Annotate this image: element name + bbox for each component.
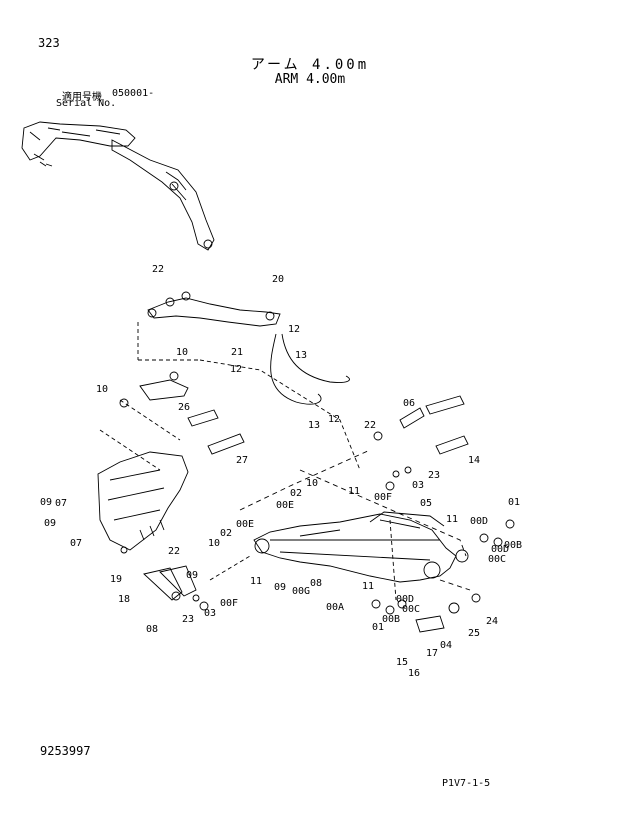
callout-label: 22 — [364, 420, 376, 431]
callout-label: 23 — [428, 470, 440, 481]
callout-label: 09 — [274, 582, 286, 593]
callout-label: 26 — [178, 402, 190, 413]
callout-label: 07 — [70, 538, 82, 549]
callout-label: 08 — [310, 578, 322, 589]
pin-group-right — [371, 395, 515, 633]
page-title-japanese: アーム 4.00m — [250, 57, 370, 73]
callout-label: 22 — [168, 546, 180, 557]
callout-label: 11 — [348, 486, 360, 497]
serial-label-english: Serial No. — [56, 98, 117, 109]
callout-label: 00B — [382, 614, 400, 625]
callout-label: 00E — [236, 519, 254, 530]
page-title-english: ARM 4.00m — [274, 72, 346, 87]
callout-label: 11 — [250, 576, 262, 587]
document-number: 9253997 — [40, 744, 91, 758]
callout-label: 09 — [186, 570, 198, 581]
callout-label: 12 — [328, 414, 340, 425]
callout-label: 20 — [272, 274, 284, 285]
bucket-illustration — [97, 451, 189, 554]
callout-label: 00F — [374, 492, 392, 503]
callout-label: 10 — [176, 347, 188, 358]
page-reference: P1V7-1-5 — [442, 778, 491, 789]
callout-label: 02 — [220, 528, 232, 539]
link-assembly-upper — [137, 291, 281, 361]
serial-value: 050001- — [112, 88, 155, 99]
callout-label: 00B — [504, 540, 522, 551]
hydraulic-hoses — [270, 333, 350, 405]
callout-label: 22 — [152, 264, 164, 275]
callout-label: 00D — [491, 544, 509, 555]
machine-overview-illustration — [21, 121, 215, 251]
callout-label: 00A — [326, 602, 344, 613]
callout-label: 01 — [372, 622, 384, 633]
callout-label: 00C — [488, 554, 506, 565]
callout-label: 09 — [40, 497, 52, 508]
callout-label: 14 — [468, 455, 480, 466]
callout-label: 09 — [44, 518, 56, 529]
callout-label: 08 — [146, 624, 158, 635]
callout-label: 02 — [290, 488, 302, 499]
callout-label: 00F — [220, 598, 238, 609]
callout-label: 13 — [295, 350, 307, 361]
callout-label: 06 — [403, 398, 415, 409]
callout-label: 11 — [362, 581, 374, 592]
callout-label: 19 — [110, 574, 122, 585]
callout-label: 25 — [468, 628, 480, 639]
callout-label: 10 — [96, 384, 108, 395]
callout-label: 23 — [182, 614, 194, 625]
callout-label: 16 — [408, 668, 420, 679]
callout-label: 04 — [440, 640, 452, 651]
callout-label: 00C — [402, 604, 420, 615]
callout-label: 05 — [420, 498, 432, 509]
callout-label: 00D — [396, 594, 414, 605]
callout-label: 00G — [292, 586, 310, 597]
callout-label: 03 — [204, 608, 216, 619]
callout-label: 01 — [508, 497, 520, 508]
callout-label: 03 — [412, 480, 424, 491]
callout-label: 00E — [276, 500, 294, 511]
callout-label: 07 — [55, 498, 67, 509]
callout-label: 10 — [208, 538, 220, 549]
callout-label: 24 — [486, 616, 498, 627]
callout-label: 18 — [118, 594, 130, 605]
dashed-guide-lines — [99, 359, 397, 601]
callout-label: 21 — [231, 347, 243, 358]
callout-label: 27 — [236, 455, 248, 466]
callout-label: 13 — [308, 420, 320, 431]
callout-label: 17 — [426, 648, 438, 659]
callout-label: 15 — [396, 657, 408, 668]
pin-group-left — [119, 371, 245, 455]
serial-label-japanese: 適用号機 — [62, 92, 102, 103]
callout-label: 00D — [470, 516, 488, 527]
callout-label: 10 — [306, 478, 318, 489]
callout-label: 12 — [288, 324, 300, 335]
side-link-pins — [143, 565, 209, 611]
page-number: 323 — [38, 36, 60, 50]
callout-label: 12 — [230, 364, 242, 375]
callout-label: 11 — [446, 514, 458, 525]
arm-main-body — [239, 449, 471, 591]
